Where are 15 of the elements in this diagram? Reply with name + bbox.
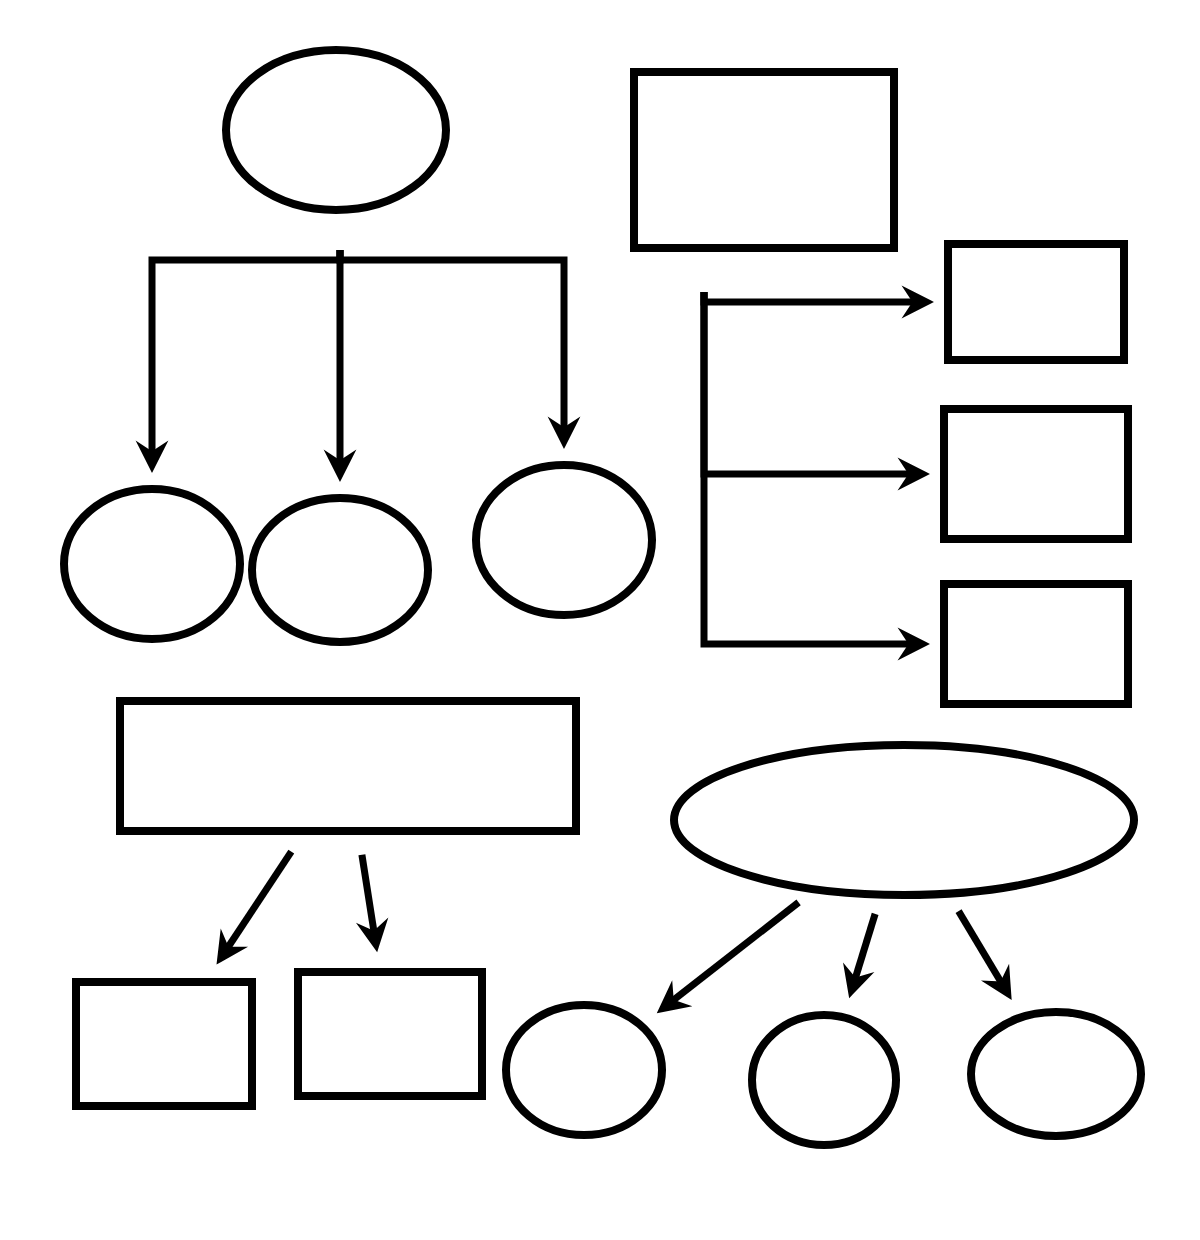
oval-node — [222, 46, 450, 214]
box-node — [940, 405, 1132, 543]
oval-node — [60, 485, 244, 643]
oval-node — [502, 1001, 666, 1139]
box-node — [944, 240, 1128, 364]
oval-node — [248, 494, 432, 646]
oval-node — [472, 461, 656, 619]
oval-node — [748, 1011, 900, 1149]
oval-node — [967, 1008, 1145, 1140]
box-node — [72, 978, 256, 1110]
box-node — [940, 580, 1132, 708]
box-node — [116, 697, 580, 835]
box-node — [294, 968, 486, 1100]
box-node — [630, 68, 898, 252]
oval-node — [670, 741, 1138, 899]
